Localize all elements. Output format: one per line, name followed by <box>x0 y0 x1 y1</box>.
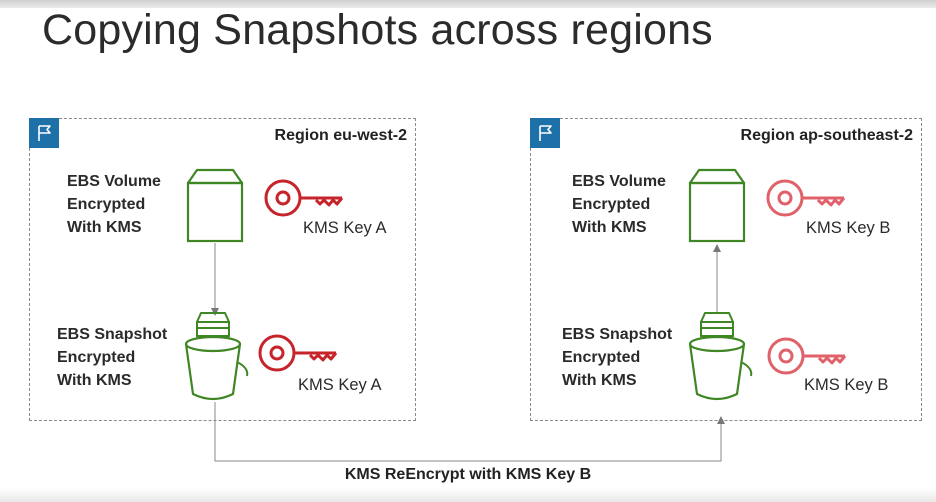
kms-key-icon <box>765 334 849 383</box>
region-name: Region eu-west-2 <box>274 127 407 144</box>
ebs-snapshot-label: EBS Snapshot Encrypted With KMS <box>562 326 673 389</box>
ebs-snapshot-label: EBS Snapshot Encrypted With KMS <box>57 326 168 389</box>
region-flag-icon <box>530 118 560 148</box>
region-flag-icon <box>29 118 59 148</box>
ebs-volume-icon <box>688 167 746 248</box>
slide-title: Copying Snapshots across regions <box>42 6 713 54</box>
kms-key-label: KMS Key A <box>303 219 387 237</box>
bottom-shadow <box>0 488 936 502</box>
ebs-volume-label: EBS Volume Encrypted With KMS <box>67 173 161 236</box>
region-ap-southeast-2: Region ap-southeast-2 <box>530 118 922 421</box>
ebs-snapshot-icon <box>181 310 253 411</box>
kms-key-icon <box>262 176 346 225</box>
region-eu-west-2: Region eu-west-2 <box>29 118 416 421</box>
cross-region-copy-label: KMS ReEncrypt with KMS Key B <box>344 466 592 483</box>
cross-region-copy-connector <box>214 402 725 462</box>
kms-key-icon <box>256 331 340 380</box>
kms-key-icon <box>764 176 848 225</box>
kms-key-label: KMS Key B <box>806 219 891 237</box>
ebs-snapshot-icon <box>685 310 757 411</box>
kms-key-label: KMS Key A <box>298 376 382 394</box>
top-bar <box>0 0 936 8</box>
ebs-volume-label: EBS Volume Encrypted With KMS <box>572 173 666 236</box>
region-name: Region ap-southeast-2 <box>740 127 913 144</box>
ebs-volume-icon <box>186 167 244 248</box>
kms-key-label: KMS Key B <box>804 376 889 394</box>
